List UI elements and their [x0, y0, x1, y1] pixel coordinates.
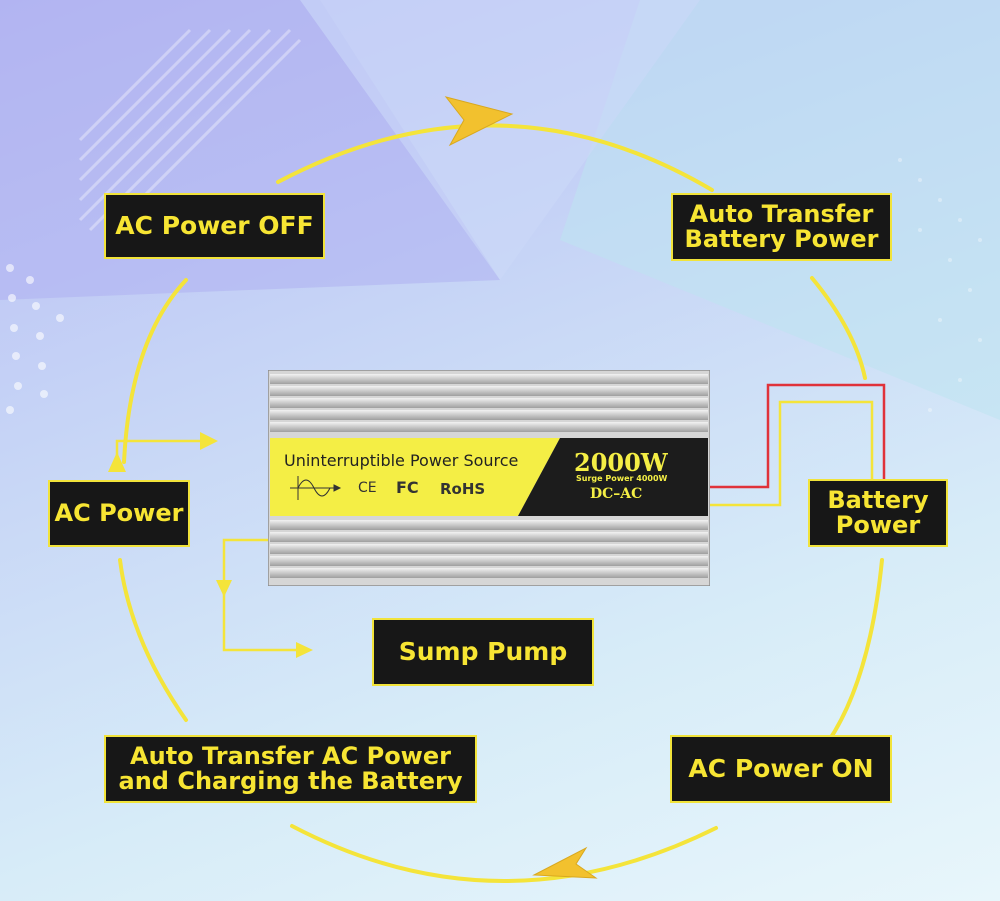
ac-input-line	[117, 441, 205, 470]
device-type: DC–AC	[590, 486, 642, 502]
cycle-arc-top-right	[812, 278, 865, 378]
sump-down-arrow-icon	[216, 580, 232, 597]
cycle-arc-left-bottom	[120, 560, 186, 720]
device-surge: Surge Power 4000W	[576, 474, 667, 483]
cycle-arc-top	[278, 125, 712, 190]
battery-red-wire	[710, 385, 884, 487]
ac-feed-arrow-icon	[200, 432, 218, 450]
cycle-arc-left-top	[124, 280, 186, 462]
cycle-arc-right	[828, 560, 882, 742]
top-arrow-icon	[446, 97, 512, 145]
bottom-arrow-icon	[534, 848, 596, 878]
fc-mark: FC	[396, 478, 419, 497]
label-auto-transfer-ac: Auto Transfer AC Power and Charging the …	[104, 735, 477, 803]
cycle-arc-bottom	[292, 826, 716, 881]
rohs-mark: RoHS	[440, 480, 485, 498]
ups-device: Uninterruptible Power Source CE FC RoHS …	[268, 370, 710, 586]
label-ac-power-off: AC Power OFF	[104, 193, 325, 259]
label-sump-pump: Sump Pump	[372, 618, 594, 686]
label-auto-transfer-battery: Auto Transfer Battery Power	[671, 193, 892, 261]
sump-pump-arrow-icon	[296, 642, 313, 658]
ce-mark: CE	[358, 480, 377, 496]
label-ac-power-on: AC Power ON	[670, 735, 892, 803]
device-wattage: 2000W	[574, 448, 668, 477]
label-ac-power: AC Power	[48, 480, 190, 547]
device-title: Uninterruptible Power Source	[284, 451, 518, 470]
label-battery-power: Battery Power	[808, 479, 948, 547]
